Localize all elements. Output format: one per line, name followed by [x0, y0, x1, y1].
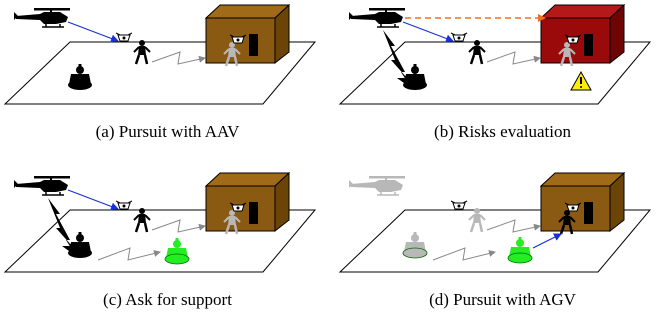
- panel-d: [338, 171, 652, 273]
- agv-robot-support: [164, 238, 190, 265]
- caption-ask-for-support: (c) Ask for support: [103, 290, 232, 309]
- suspect-at-building: [558, 210, 576, 235]
- agv-path: [97, 247, 161, 261]
- camera-drone: [115, 200, 133, 210]
- communication-beam: [383, 30, 411, 88]
- caption-risks-evaluation: (b) Risks evaluation: [434, 122, 571, 141]
- suspect-at-building: [223, 210, 241, 235]
- communication-beam: [48, 198, 76, 256]
- suspect-figure: [133, 208, 151, 233]
- caption-pursuit-with-aav: (a) Pursuit with AAV: [95, 122, 240, 141]
- suspect-figure: [468, 208, 486, 233]
- building: [539, 3, 626, 65]
- suspect-path: [151, 219, 206, 233]
- agv-robot: [68, 232, 92, 258]
- agv-robot: [402, 232, 428, 259]
- panel-c: [3, 171, 317, 273]
- camera-drone: [450, 32, 468, 42]
- building: [204, 171, 291, 233]
- suspect-figure: [133, 40, 151, 65]
- panel-a: [3, 3, 317, 105]
- camera-drone: [115, 32, 133, 42]
- aav-tracking-arrow: [67, 21, 119, 43]
- aav-helicopter: [349, 8, 405, 28]
- agv-pursuit-arrow: [532, 233, 562, 249]
- suspect-figure: [468, 40, 486, 65]
- suspect-path: [486, 51, 541, 65]
- suspect-at-building: [223, 42, 241, 67]
- panel-b: [338, 3, 652, 105]
- warning-sign: [570, 70, 592, 91]
- camera-drone: [450, 200, 468, 210]
- building-door: [249, 34, 258, 56]
- aav-helicopter: [349, 176, 405, 196]
- agv-path: [432, 247, 496, 261]
- suspect-path: [486, 219, 541, 233]
- building-door: [584, 34, 593, 56]
- building: [204, 3, 291, 65]
- building-door: [249, 202, 258, 224]
- suspect-path: [151, 51, 206, 65]
- aav-tracking-arrow: [67, 189, 119, 211]
- camera-drone-building: [564, 202, 582, 212]
- agv-robot: [403, 64, 427, 90]
- aav-helicopter: [14, 8, 70, 28]
- agv-robot-support: [507, 237, 533, 264]
- caption-pursuit-with-agv: (d) Pursuit with AGV: [429, 290, 576, 309]
- camera-drone-building: [564, 34, 582, 44]
- building: [539, 171, 626, 233]
- camera-drone-building: [229, 202, 247, 212]
- aav-tracking-arrow: [402, 21, 454, 43]
- suspect-at-building: [558, 42, 576, 67]
- aav-helicopter: [14, 176, 70, 196]
- camera-drone-building: [229, 34, 247, 44]
- agv-robot: [68, 64, 92, 90]
- building-door: [584, 202, 593, 224]
